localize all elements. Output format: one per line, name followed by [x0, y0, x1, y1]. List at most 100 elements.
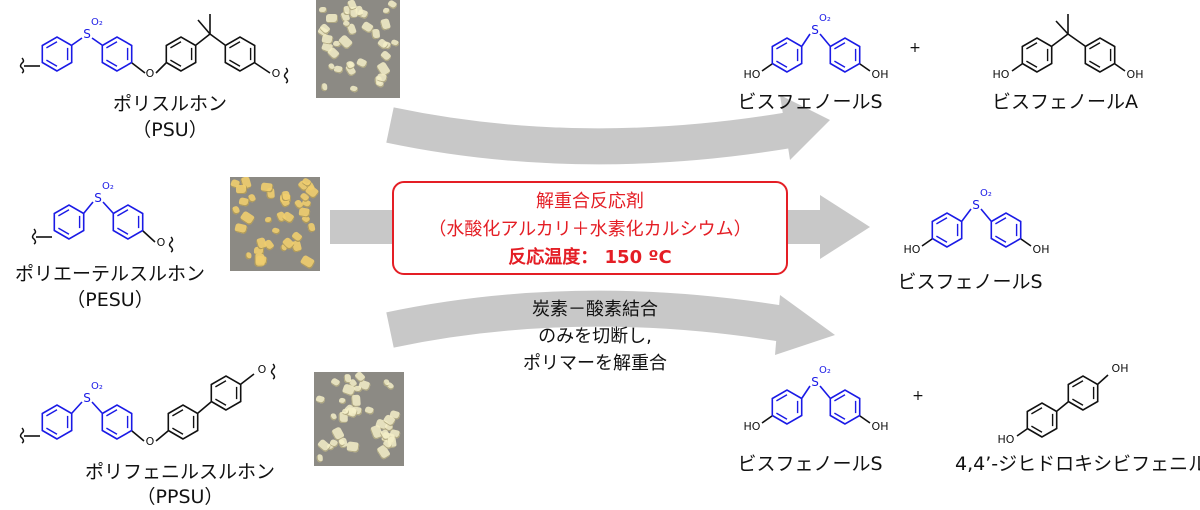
pesu-abbr: （PESU）: [66, 289, 154, 311]
arrow-top-head: [780, 95, 830, 160]
note-line-1: 炭素－酸素結合: [532, 299, 658, 320]
sulfur-label: S: [972, 198, 980, 212]
bond: [71, 401, 83, 414]
benzene-ring: [931, 212, 963, 248]
benzene-ring: [990, 212, 1022, 248]
double-bond: [1072, 380, 1084, 388]
double-bond: [834, 394, 846, 402]
bond: [71, 37, 83, 46]
pellet: [280, 191, 290, 202]
bond: [142, 230, 156, 243]
bond: [980, 208, 992, 222]
double-bond: [1031, 425, 1043, 433]
double-bond: [58, 227, 70, 235]
double-bond: [995, 235, 1007, 243]
bond: [91, 37, 103, 46]
dioxide-label: O₂: [102, 181, 114, 192]
pellet: [325, 14, 338, 24]
double-bond: [995, 217, 1007, 225]
ppsu-pellets-photo: [314, 372, 404, 466]
dioxide-label: O₂: [819, 13, 831, 24]
pellet: [316, 454, 324, 462]
bond: [1067, 33, 1086, 47]
double-bond: [776, 394, 788, 402]
double-bond: [106, 59, 118, 67]
pellet: [271, 227, 281, 236]
benzene-ring: [829, 37, 861, 73]
pellet: [281, 210, 295, 224]
double-bond: [172, 409, 184, 417]
double-bond: [106, 41, 118, 49]
hydroxyl-label: HO: [998, 433, 1015, 446]
ether-oxygen: O: [146, 435, 155, 448]
benzene-ring: [112, 204, 144, 240]
pellet: [306, 222, 316, 233]
product-row1-bps: ビスフェノールS: [737, 91, 883, 113]
plus-sign: +: [909, 40, 921, 56]
double-bond: [117, 209, 129, 217]
pellet: [379, 49, 392, 62]
sulfur-label: S: [83, 391, 91, 405]
hydroxyl-label: OH: [1127, 68, 1144, 81]
psu-name: ポリスルホン: [112, 93, 227, 115]
double-bond: [46, 409, 58, 417]
benzene-ring: [101, 36, 133, 72]
double-bond: [936, 235, 948, 243]
pellet: [298, 207, 311, 218]
double-bond: [172, 427, 184, 435]
pellet: [254, 254, 265, 268]
double-bond: [46, 427, 58, 435]
pellet: [349, 85, 359, 94]
double-bond: [170, 59, 182, 67]
note-line-3: ポリマーを解重合: [523, 353, 667, 374]
bond: [91, 401, 103, 414]
hydroxyl-label: HO: [744, 420, 761, 433]
benzene-ring: [53, 204, 85, 240]
polymer-end-mark: [168, 236, 174, 253]
pellet: [389, 38, 400, 48]
bond: [761, 63, 773, 72]
polymer-end-mark: [19, 427, 25, 444]
double-bond: [170, 41, 182, 49]
double-bond: [1031, 407, 1043, 415]
pellet: [314, 395, 325, 405]
pellet: [318, 7, 327, 14]
ether-oxygen: O: [146, 67, 155, 80]
benzene-ring: [1026, 402, 1058, 438]
product-row3-bps: ビスフェノールS: [737, 453, 883, 475]
double-bond: [58, 209, 70, 217]
benzene-ring: [41, 404, 73, 440]
double-bond: [936, 217, 948, 225]
dioxide-label: O₂: [91, 17, 103, 28]
benzene-ring: [1084, 37, 1116, 73]
bond: [1051, 33, 1069, 47]
product-row2-bps: ビスフェノールS: [897, 271, 1043, 293]
hydroxyl-label: HO: [744, 68, 761, 81]
dioxide-label: O₂: [980, 188, 992, 199]
pesu-name: ポリエーテルスルホン: [14, 263, 205, 285]
double-bond: [106, 409, 118, 417]
note-line-2: のみを切断し,: [538, 326, 652, 347]
bond: [1016, 428, 1028, 437]
sulfur-label: S: [811, 23, 819, 37]
double-bond: [776, 60, 788, 68]
bond: [819, 385, 831, 399]
mechanism-note: 炭素－酸素結合 のみを切断し, ポリマーを解重合: [470, 296, 720, 377]
pellet: [364, 405, 375, 415]
sulfur-label: S: [83, 27, 91, 41]
double-bond: [1026, 60, 1038, 68]
bond: [240, 373, 255, 385]
reagent-box: 解重合反応剤 （水酸化アルカリ＋水素化カルシウム） 反応温度： 150 ºC: [392, 181, 788, 275]
psu-abbr: （PSU）: [132, 119, 208, 141]
hydroxyl-label: HO: [993, 68, 1010, 81]
bond: [197, 401, 212, 414]
ppsu-name: ポリフェニルスルホン: [84, 461, 275, 483]
double-bond: [834, 60, 846, 68]
sulfur-label: S: [94, 191, 102, 205]
hydroxyl-label: OH: [1112, 362, 1129, 375]
bond: [209, 33, 226, 46]
pellet: [354, 385, 363, 394]
bond: [1097, 374, 1109, 385]
pellet: [337, 34, 354, 51]
